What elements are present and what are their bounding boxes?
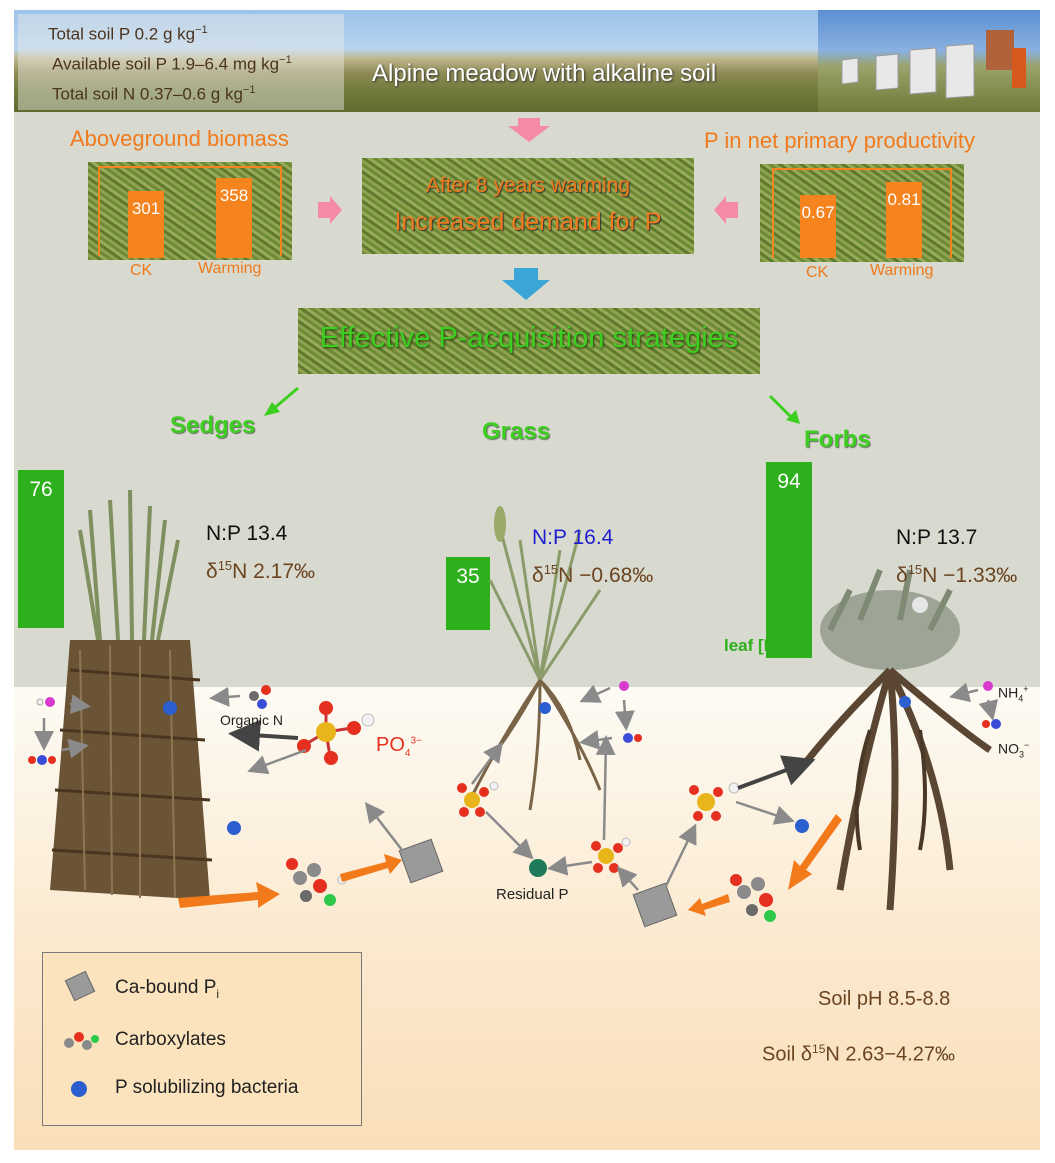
forbs-np: N:P 13.7 xyxy=(896,526,978,549)
npp-warming-value: 0.81 xyxy=(887,190,921,209)
warming-line2: Increased demand for P xyxy=(394,208,662,236)
biomass-warming-value: 358 xyxy=(219,186,249,205)
grass-label: Grass xyxy=(482,418,551,445)
npp-warming-bar xyxy=(886,182,922,258)
legend-box: Ca-bound Pi Carboxylates P solubilizing … xyxy=(42,952,362,1126)
grass-value-bar xyxy=(446,557,490,630)
soil-total-n: Total soil N 0.37–0.6 g kg−1 xyxy=(52,84,256,104)
residual-p-label: Residual P xyxy=(496,886,569,903)
sedges-value-label: 76 xyxy=(29,477,53,501)
ca-bound-mineral-left xyxy=(398,838,444,884)
forb-plant xyxy=(797,568,992,911)
soil-properties-box: Total soil P 0.2 g kg−1 Available soil P… xyxy=(18,14,344,110)
po4-label: PO43− xyxy=(376,734,422,759)
npp-title: P in net primary productivity xyxy=(704,128,976,153)
forbs-d15n: δ15N −1.33‰ xyxy=(896,562,1018,587)
biomass-title: Aboveground biomass xyxy=(70,126,289,151)
npp-ck-value: 0.67 xyxy=(801,203,835,223)
legend-carboxylates: Carboxylates xyxy=(115,1029,226,1050)
soil-process-diagram xyxy=(28,681,1001,928)
soil-total-p: Total soil P 0.2 g kg−1 xyxy=(48,24,208,44)
no3-label: NO3− xyxy=(998,740,1030,760)
sedges-value-bar xyxy=(18,469,64,628)
sedges-d15n: δ15N 2.17‰ xyxy=(206,558,316,583)
p-solubilizing-bacteria-group xyxy=(163,696,911,835)
biomass-chart-frame xyxy=(98,166,282,256)
dark-arrows xyxy=(228,719,816,790)
forbs-bar-caption: leaf [Mn] xyxy=(724,636,794,655)
carboxylate-molecule-left xyxy=(286,858,347,906)
npp-category-ck: CK xyxy=(806,264,829,281)
grass-np: N:P 16.4 xyxy=(532,526,614,549)
biomass-ck-bar xyxy=(128,190,164,258)
upper-arrows xyxy=(264,118,800,424)
carboxylates-icon xyxy=(64,1032,99,1050)
forbs-value-label: 94 xyxy=(777,470,801,493)
grass-d15n: δ15N −0.68‰ xyxy=(532,562,654,587)
phosphate-molecule-forbs xyxy=(689,782,740,821)
soil-ph: Soil pH 8.5-8.8 xyxy=(818,988,951,1010)
grass-plant xyxy=(468,506,602,811)
forbs-value-bar xyxy=(766,462,812,658)
npp-chart-frame xyxy=(772,168,952,258)
residual-p-particle xyxy=(529,859,547,877)
warming-line1: After 8 years warming xyxy=(425,174,631,197)
npp-category-warming: Warming xyxy=(870,262,934,279)
npp-chart-panel xyxy=(760,164,964,262)
legend-icons xyxy=(64,970,99,1097)
arrow-to-forbs xyxy=(768,394,794,420)
bacteria-icon xyxy=(71,1081,87,1097)
phosphate-molecule-large xyxy=(297,701,375,765)
nh4-label: NH4+ xyxy=(998,684,1029,704)
down-arrow-center xyxy=(502,268,550,300)
meadow-title: Alpine meadow with alkaline soil xyxy=(372,60,717,87)
warming-chambers-illustration xyxy=(841,30,1026,99)
down-arrow-top xyxy=(508,118,550,142)
soil-available-p: Available soil P 1.9–6.4 mg kg−1 xyxy=(52,54,292,74)
biomass-warming-bar xyxy=(216,178,252,258)
warming-box xyxy=(362,158,694,254)
right-arrow-biomass xyxy=(318,196,342,224)
biomass-ck-value: 301 xyxy=(131,198,161,218)
orange-arrows xyxy=(178,814,842,916)
phosphate-molecule-grass xyxy=(457,781,499,817)
biomass-category-ck: CK xyxy=(130,262,153,279)
strategies-title: Effective P-acquisition strategies xyxy=(319,322,739,354)
npp-ck-bar xyxy=(800,195,836,258)
field-site-photo xyxy=(818,10,1040,112)
phosphate-molecule-bottom xyxy=(591,837,631,873)
sedges-np: N:P 13.4 xyxy=(206,522,288,545)
grey-arrows xyxy=(34,682,999,891)
ca-bound-icon xyxy=(64,970,96,1002)
sedges-label: Sedges xyxy=(170,412,256,439)
ca-bound-mineral-right xyxy=(632,882,678,928)
biomass-category-warming: Warming xyxy=(198,260,262,277)
soil-d15n: Soil δ15N 2.63−4.27‰ xyxy=(762,1042,955,1066)
grass-value-label: 35 xyxy=(456,565,480,589)
legend-ca-bound: Ca-bound Pi xyxy=(115,977,220,1001)
left-arrow-npp xyxy=(714,196,738,224)
forbs-label: Forbs xyxy=(804,426,871,453)
strategies-box xyxy=(298,308,760,374)
legend-bacteria: P solubilizing bacteria xyxy=(115,1077,299,1098)
arrow-to-sedges xyxy=(271,386,299,412)
biomass-chart-panel xyxy=(88,162,292,260)
nitrogen-molecules xyxy=(28,681,1001,765)
carboxylate-molecule-right xyxy=(730,874,776,922)
organic-n-label: Organic N xyxy=(220,712,284,728)
